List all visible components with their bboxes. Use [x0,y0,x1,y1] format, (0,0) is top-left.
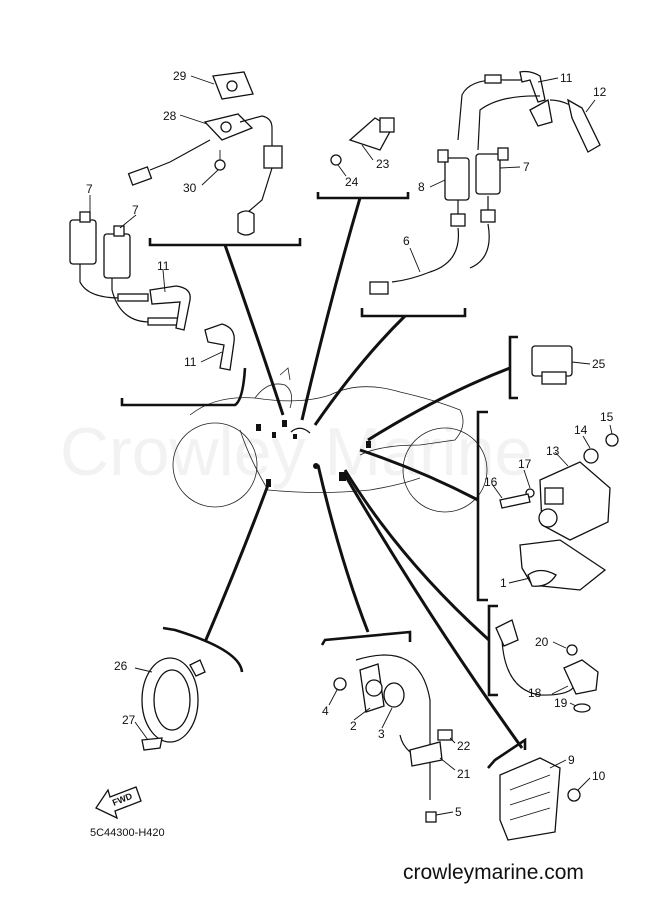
watermark: Crowley Marine [60,414,532,490]
pickup-coil-assembly [333,654,453,823]
callout-18: 18 [528,686,542,700]
callout-4: 4 [322,704,329,718]
callout-8: 8 [418,180,425,194]
callout-frames [120,192,527,769]
callout-23: 23 [376,157,390,171]
callout-3: 3 [378,727,385,741]
callout-9: 9 [568,753,575,767]
callout-7-upper: 7 [523,160,530,174]
fwd-arrow-icon: FWD [95,786,142,820]
callout-30: 30 [183,181,197,195]
relay-unit [531,345,573,385]
callout-11-left-a: 11 [157,259,170,273]
leader-lines [89,75,613,816]
rectifier-regulator [499,757,581,841]
callout-24: 24 [345,175,359,189]
motorcycle-outline [172,367,488,513]
ignition-coil-set-upper [369,70,601,295]
fuel-sender-assembly [127,71,283,236]
callout-13: 13 [546,444,560,458]
callout-11-upper: 11 [560,71,573,85]
callout-28: 28 [163,109,177,123]
callout-25: 25 [592,357,606,371]
speed-sensor-assembly [495,619,599,713]
callout-11-left-b: 11 [184,355,197,369]
callout-20: 20 [535,635,549,649]
sensor-assembly [330,117,395,166]
callout-12: 12 [593,85,607,99]
callout-10: 10 [592,769,606,783]
callout-1: 1 [500,576,507,590]
callout-6: 6 [403,234,410,248]
diagram-code: 5C44300-H420 [90,827,165,839]
cdi-assembly [499,433,619,591]
callout-5: 5 [455,805,462,819]
callout-27: 27 [122,713,136,727]
ignition-coil-set-left [69,211,235,371]
callout-17: 17 [518,457,532,471]
callout-7-left-a: 7 [86,182,93,196]
callout-7-left-b: 7 [132,203,139,217]
callout-29: 29 [173,69,187,83]
harness-marks [256,420,371,487]
callout-numbers: 29 28 30 23 24 11 12 7 8 6 7 7 11 11 25 … [86,69,614,819]
callout-22: 22 [457,739,471,753]
horn-assembly [141,657,206,751]
callout-19: 19 [554,696,568,710]
callout-16: 16 [484,475,498,489]
callout-14: 14 [574,423,588,437]
website-url: crowleymarine.com [403,861,584,884]
callout-21: 21 [457,767,471,781]
callout-15: 15 [600,410,614,424]
callout-26: 26 [114,659,128,673]
callout-2: 2 [350,719,357,733]
